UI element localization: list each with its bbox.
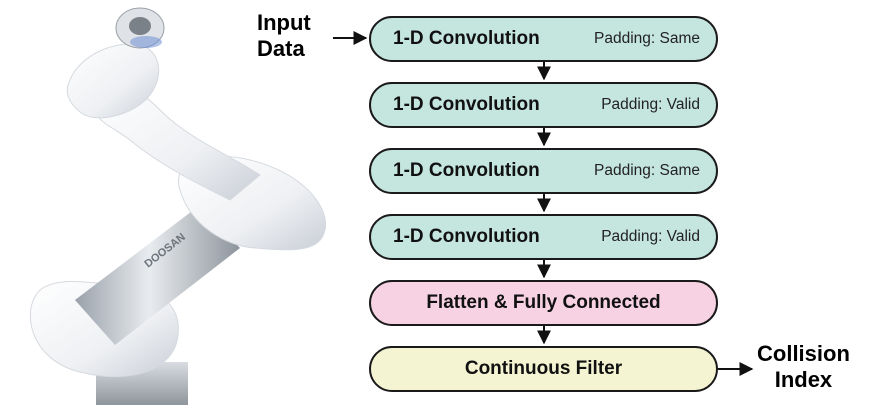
robot-flange-center bbox=[129, 17, 151, 35]
stage-name: Continuous Filter bbox=[464, 358, 623, 379]
stage-padding: Padding: Valid bbox=[601, 228, 700, 245]
input-label-line-2: Data bbox=[257, 36, 305, 61]
stage-name: 1-D Convolution bbox=[393, 160, 540, 181]
robot-wrist bbox=[66, 43, 160, 119]
robot-arm-illustration: DOOSAN bbox=[29, 7, 327, 405]
collision-index-label: Collision Index bbox=[757, 341, 850, 393]
conv-layer-3: 1-D Convolution Padding: Same bbox=[369, 148, 718, 194]
output-label-line-1: Collision bbox=[757, 341, 850, 366]
robot-flange-ring bbox=[130, 36, 162, 48]
conv-layer-2: 1-D Convolution Padding: Valid bbox=[369, 82, 718, 128]
continuous-filter-stage: Continuous Filter bbox=[369, 346, 718, 392]
flatten-fully-connected-layer: Flatten & Fully Connected bbox=[369, 280, 718, 326]
conv-layer-4: 1-D Convolution Padding: Valid bbox=[369, 214, 718, 260]
stage-padding: Padding: Same bbox=[594, 162, 700, 179]
robot-lower-arm bbox=[75, 205, 240, 345]
stage-name: 1-D Convolution bbox=[393, 94, 540, 115]
stage-name: 1-D Convolution bbox=[393, 226, 540, 247]
stage-padding: Padding: Same bbox=[594, 30, 700, 47]
stage-name: 1-D Convolution bbox=[393, 28, 540, 49]
stage-name: Flatten & Fully Connected bbox=[426, 292, 661, 313]
input-data-label: Input Data bbox=[257, 10, 311, 62]
input-label-line-1: Input bbox=[257, 10, 311, 35]
stage-padding: Padding: Valid bbox=[601, 96, 700, 113]
output-label-line-2: Index bbox=[774, 367, 833, 392]
conv-layer-1: 1-D Convolution Padding: Same bbox=[369, 16, 718, 62]
